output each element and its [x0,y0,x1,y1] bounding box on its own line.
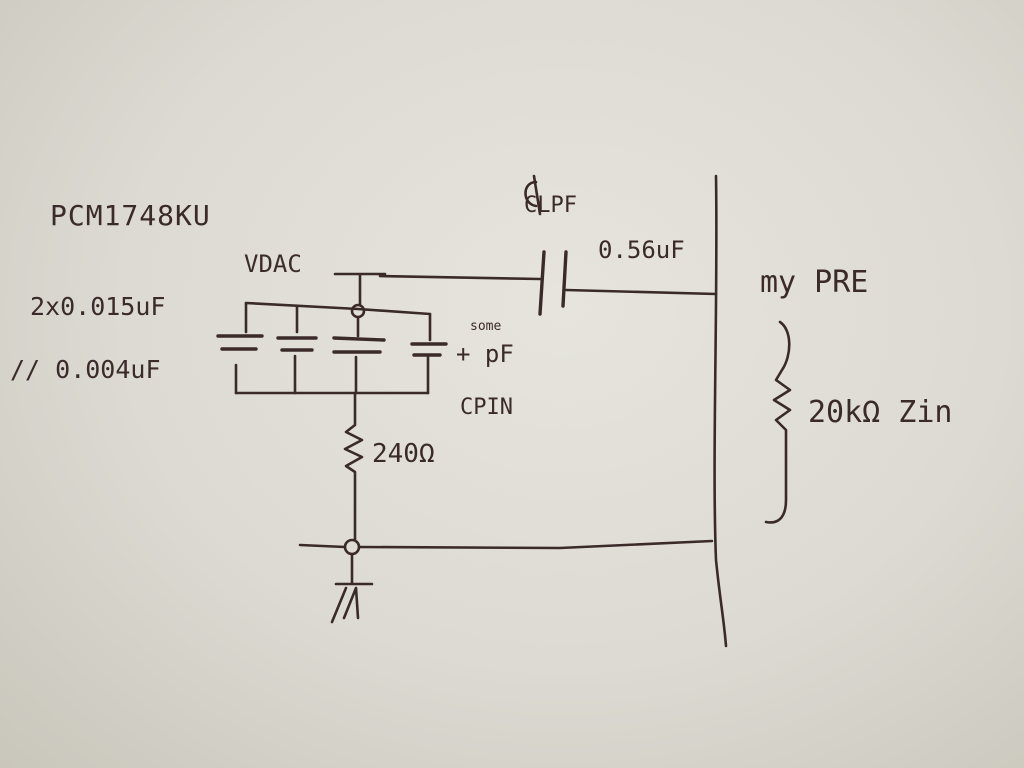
input-impedance-resistor [764,320,792,524]
next-stage-label: my PRE [760,265,868,300]
top-node-dot [350,303,366,319]
cap-bank-top-rail [244,301,432,316]
cap-bank-capacitor-2 [276,304,318,395]
cap-bank-capacitor-3 [332,315,386,395]
clpf-symbol-mark [524,174,542,216]
parasitic-note-label: some [470,319,501,334]
vdac-label: VDAC [244,250,302,278]
cpin-label: CPIN [460,395,513,420]
ground-wire [298,539,714,550]
parasitic-value-label: + pF [456,340,514,368]
output-wire [564,288,718,296]
cap-bank-capacitor-1 [216,301,264,395]
resistor-value-label: 240Ω [372,439,435,469]
part-number-label: PCM1748KU [50,199,211,232]
cap-bank-capacitor-pin [410,312,448,395]
stage-boundary-line [713,174,728,648]
resistor-240-ohm [343,391,364,542]
cap-bank-label-line1: 2x0.015uF [30,292,165,321]
ground-symbol [330,552,374,624]
ground-node-dot [343,538,361,556]
cap-bank-label-line2: // 0.004uF [10,355,161,384]
clpf-value-label: 0.56uF [598,236,685,264]
vdac-wire [333,272,542,306]
clpf-capacitor [538,250,568,316]
input-impedance-label: 20kΩ Zin [808,395,953,430]
